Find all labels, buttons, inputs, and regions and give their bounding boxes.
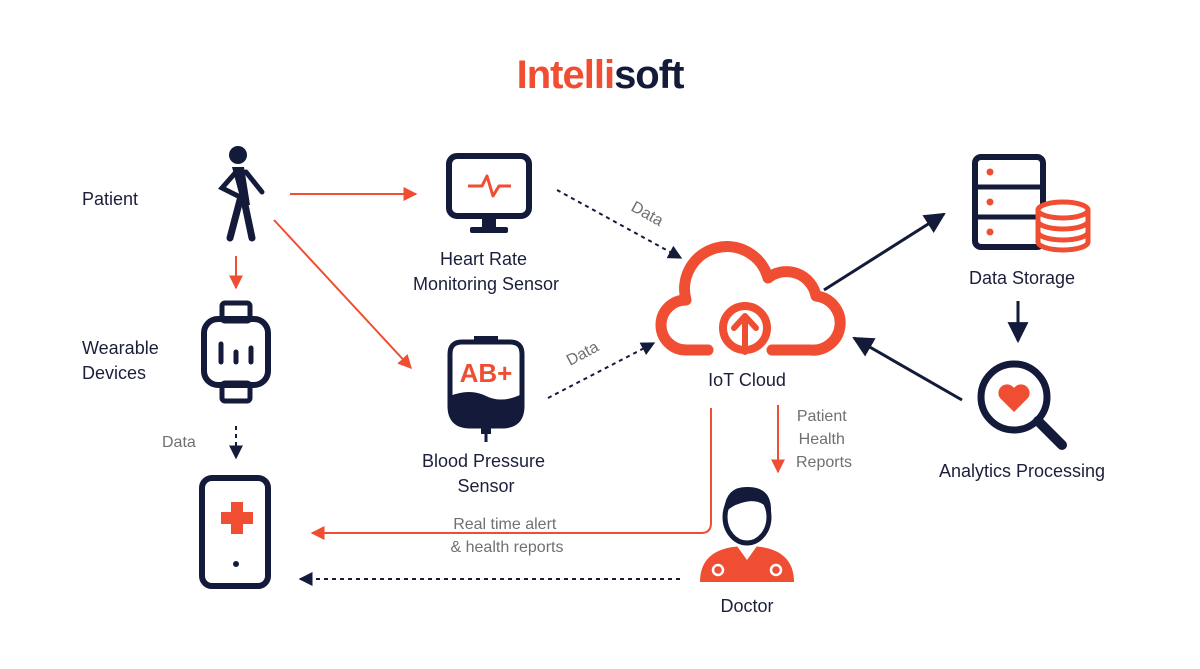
data-label-wearable: Data xyxy=(162,434,196,451)
arrow-analytics-cloud xyxy=(852,336,963,402)
arrow-heart-cloud xyxy=(556,189,683,259)
doctor-icon xyxy=(700,486,794,582)
data-storage-label: Data Storage xyxy=(969,268,1075,288)
arrows xyxy=(229,187,1029,586)
blood-pressure-label: Blood Pressure Sensor xyxy=(422,451,550,496)
data-label-heart: Data xyxy=(628,199,666,230)
magnifier-heart-icon xyxy=(977,360,1067,450)
reports-label: Patient Health Reports xyxy=(796,408,852,471)
data-label-bp: Data xyxy=(564,339,602,370)
iot-cloud-label: IoT Cloud xyxy=(708,370,786,390)
heart-rate-label: Heart Rate Monitoring Sensor xyxy=(413,249,559,294)
monitor-icon xyxy=(446,153,532,233)
wearable-icon xyxy=(201,300,271,404)
patient-icon xyxy=(217,146,265,242)
blood-bag-icon: AB+ xyxy=(447,336,525,442)
wearable-label: Wearable Devices xyxy=(82,338,164,383)
arrow-patient-bp xyxy=(273,219,412,370)
analytics-label: Analytics Processing xyxy=(939,461,1105,481)
database-icon xyxy=(972,154,1091,253)
alert-label: Real time alert & health reports xyxy=(451,516,564,556)
patient-label: Patient xyxy=(82,189,138,209)
arrow-bp-cloud xyxy=(547,342,656,399)
doctor-label: Doctor xyxy=(720,596,773,616)
arrow-cloud-phone-alert xyxy=(310,408,712,540)
brand-logo: Intellisoft xyxy=(517,53,684,97)
blood-type-text: AB+ xyxy=(460,358,513,388)
cloud-upload-icon xyxy=(655,241,846,356)
phone-icon xyxy=(199,475,271,589)
arrow-cloud-storage xyxy=(823,212,946,292)
